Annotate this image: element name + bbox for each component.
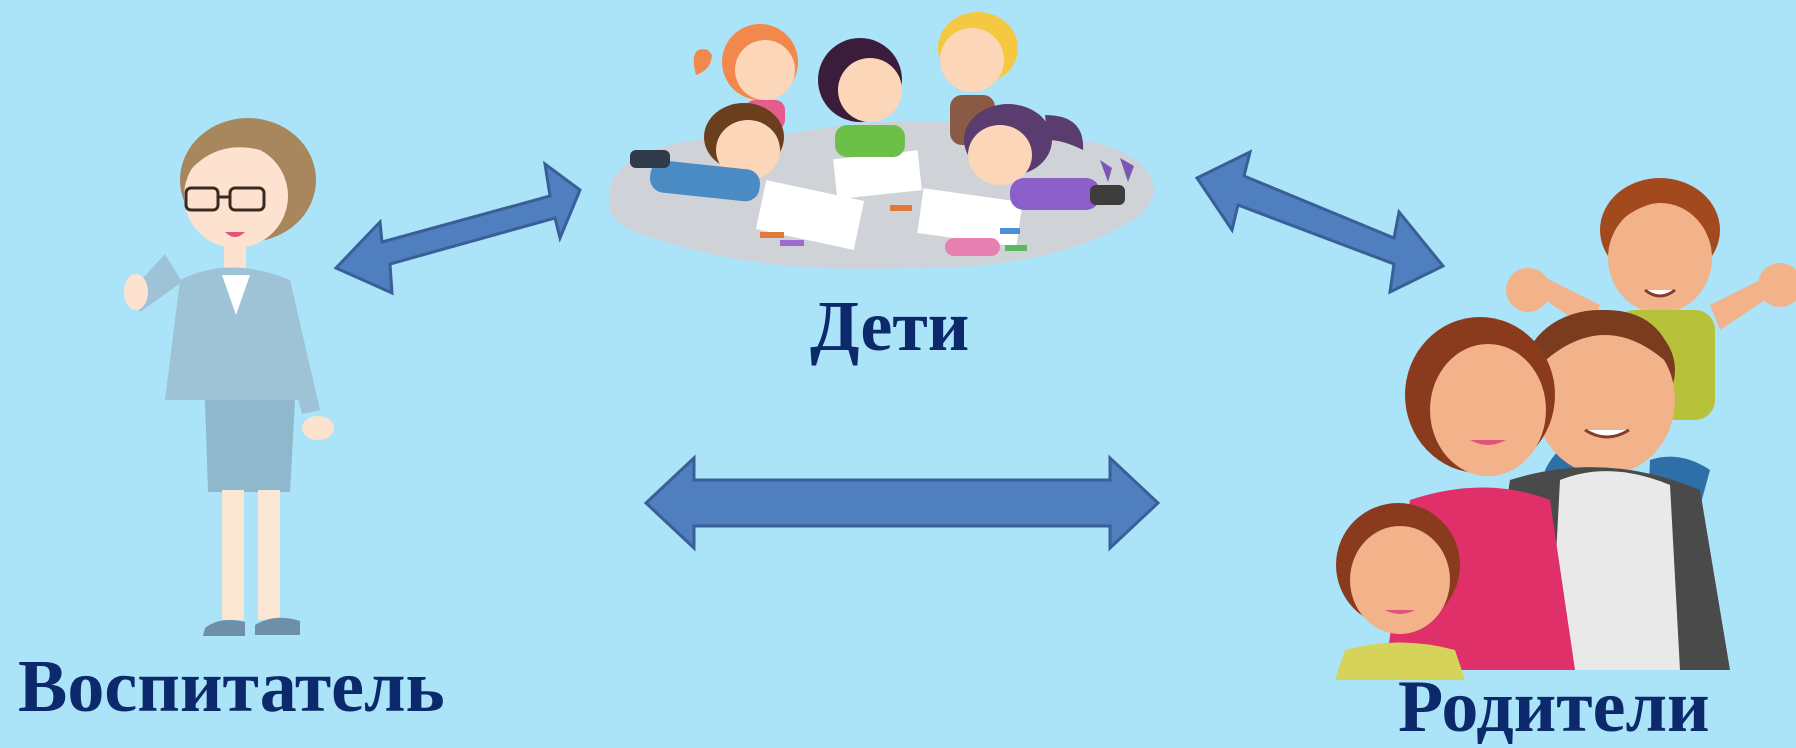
diagram: Дети Воспитатель Родители: [18, 12, 1796, 744]
arrow-children-parents: [1194, 149, 1446, 295]
parents-label: Родители: [1398, 666, 1710, 748]
family-illustration: [1335, 178, 1796, 680]
arrow-teacher-parents: [643, 454, 1161, 552]
arrows: [333, 149, 1446, 552]
teacher-illustration: [124, 118, 334, 636]
children-illustration: [609, 12, 1154, 269]
arrow-teacher-children: [333, 160, 582, 296]
children-label: Дети: [810, 286, 970, 366]
teacher-label: Воспитатель: [18, 646, 445, 728]
